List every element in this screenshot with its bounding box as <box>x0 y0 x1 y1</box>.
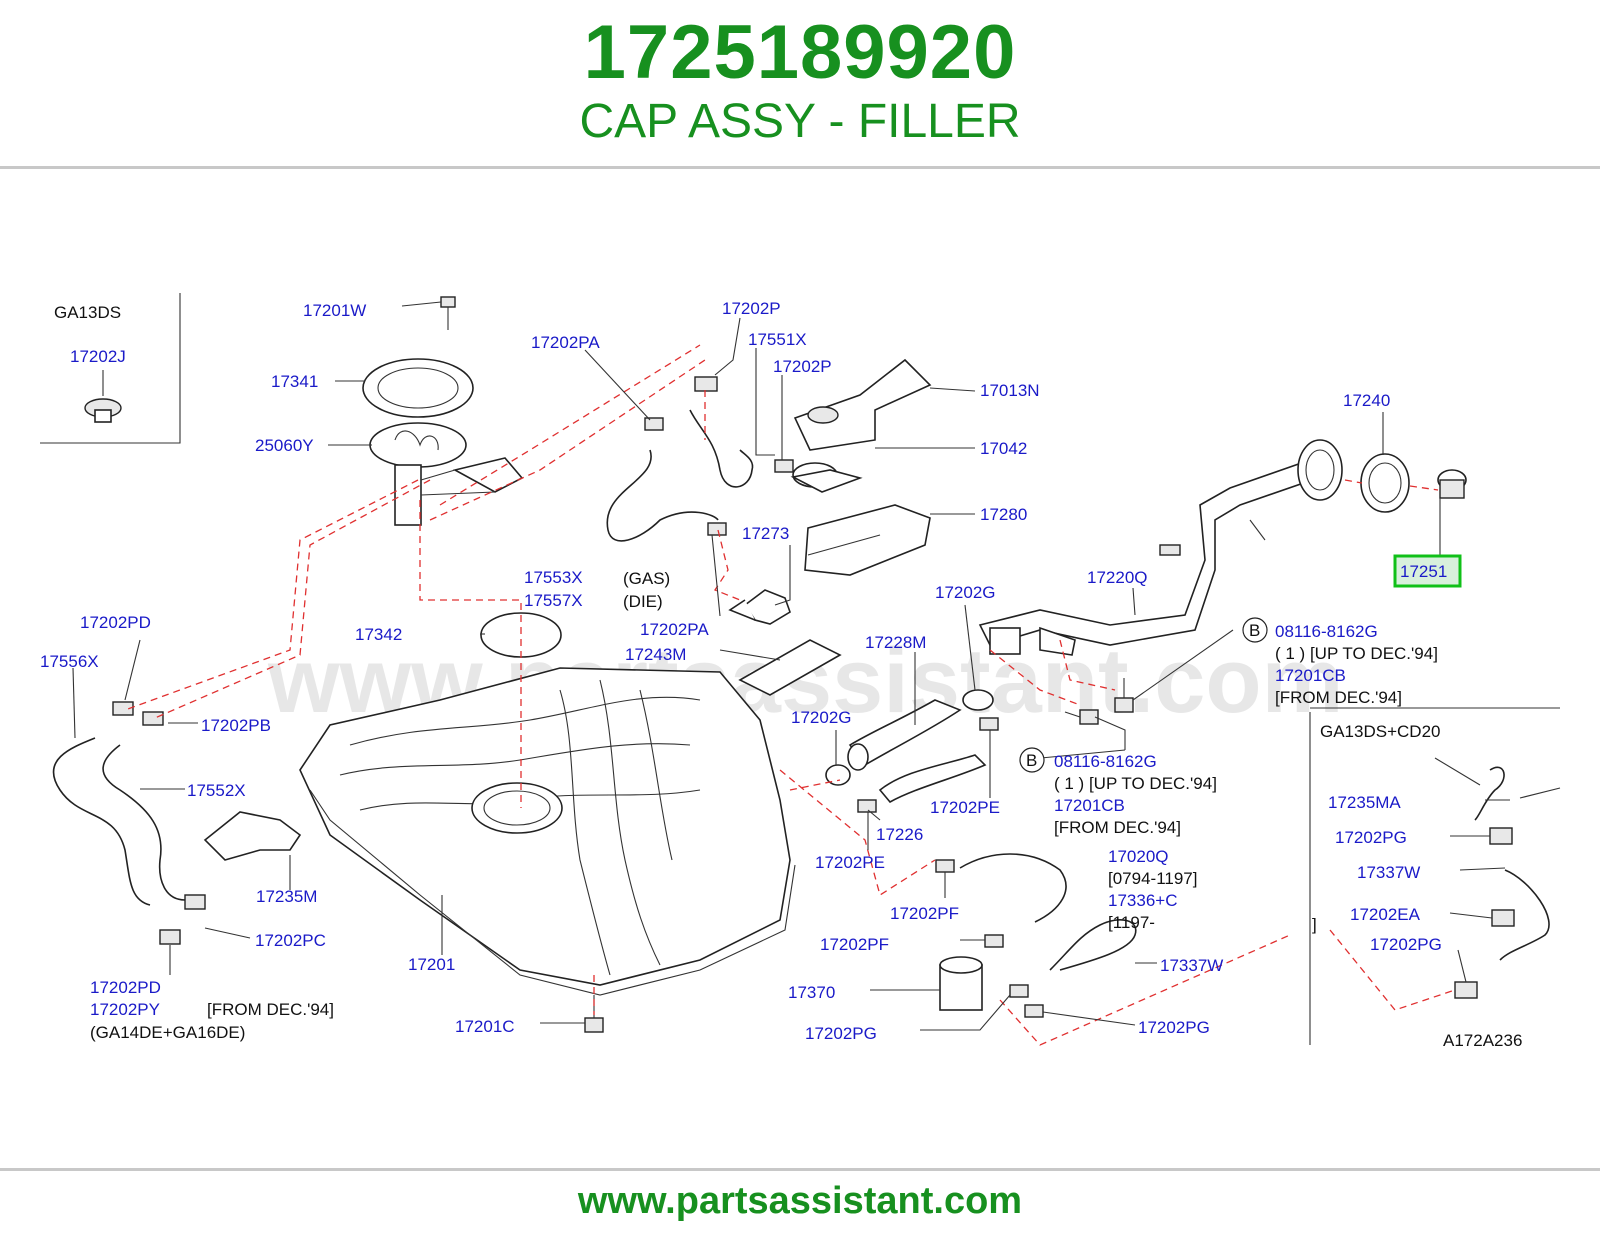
label-17201W[interactable]: 17201W <box>303 301 366 320</box>
label-17202PC[interactable]: 17202PC <box>255 931 326 950</box>
part-labels: 17201W 17341 25060Y 17202PA 17202P 17551… <box>40 299 1522 1050</box>
label-17226[interactable]: 17226 <box>876 825 923 844</box>
label-17202PA-top[interactable]: 17202PA <box>531 333 600 352</box>
ga13ds-inset: GA13DS 17202J <box>40 293 181 444</box>
label-17202EA[interactable]: 17202EA <box>1350 905 1421 924</box>
b-marker-1 <box>1242 617 1268 643</box>
b-marker-2 <box>1019 747 1045 773</box>
label-range-1: [0794-1197] <box>1108 869 1197 888</box>
header-divider <box>0 166 1600 169</box>
label-17202PA-low[interactable]: 17202PA <box>640 620 709 639</box>
label-17551X[interactable]: 17551X <box>748 330 807 349</box>
label-17201CB-2[interactable]: 17201CB <box>1054 796 1125 815</box>
diagram-code: A172A236 <box>1443 1031 1522 1050</box>
label-08116-8162G-2[interactable]: 08116-8162G <box>1054 752 1157 771</box>
label-die: (DIE) <box>623 592 663 611</box>
label-17273[interactable]: 17273 <box>742 524 789 543</box>
page-header: 1725189920 CAP ASSY - FILLER <box>0 0 1600 168</box>
label-qty-1: ( 1 ) [UP TO DEC.'94] <box>1275 644 1438 663</box>
bolts <box>584 678 1134 1033</box>
label-17201CB-1[interactable]: 17201CB <box>1275 666 1346 685</box>
label-17202PB[interactable]: 17202PB <box>201 716 271 735</box>
label-17240[interactable]: 17240 <box>1343 391 1390 410</box>
label-17202PE-right[interactable]: 17202PE <box>930 798 1000 817</box>
label-17202PF-1[interactable]: 17202PF <box>890 904 959 923</box>
label-17337W-r[interactable]: 17337W <box>1357 863 1420 882</box>
label-17202PG-low-2[interactable]: 17202PG <box>1138 1018 1210 1037</box>
label-17552X[interactable]: 17552X <box>187 781 246 800</box>
label-17202P-mid[interactable]: 17202P <box>773 357 832 376</box>
filter-parts <box>790 358 932 576</box>
ga13ds-cd20-inset <box>1309 707 1561 1045</box>
label-17228M[interactable]: 17228M <box>865 633 926 652</box>
label-17243M[interactable]: 17243M <box>625 645 686 664</box>
label-17042[interactable]: 17042 <box>980 439 1027 458</box>
filler-neck-assembly <box>978 439 1467 656</box>
label-17202G-mid[interactable]: 17202G <box>791 708 852 727</box>
label-gas: (GAS) <box>623 569 670 588</box>
label-17202PE-low[interactable]: 17202PE <box>815 853 885 872</box>
label-b1: B <box>1249 621 1260 640</box>
label-17557X[interactable]: 17557X <box>524 591 583 610</box>
label-b2: B <box>1026 751 1037 770</box>
label-17202PF-2[interactable]: 17202PF <box>820 935 889 954</box>
label-from-1: [FROM DEC.'94] <box>1275 688 1402 707</box>
label-17220Q[interactable]: 17220Q <box>1087 568 1148 587</box>
label-qty-2: ( 1 ) [UP TO DEC.'94] <box>1054 774 1217 793</box>
label-17556X[interactable]: 17556X <box>40 652 99 671</box>
label-17013N[interactable]: 17013N <box>980 381 1040 400</box>
label-17202P-top[interactable]: 17202P <box>722 299 781 318</box>
label-17251[interactable]: 17251 <box>1400 562 1447 581</box>
label-bracket-end: ] <box>1312 915 1317 934</box>
label-17202PD-bot[interactable]: 17202PD <box>90 978 161 997</box>
part-number-title: 1725189920 <box>583 10 1017 95</box>
assembly-dash-lines <box>124 344 1456 1046</box>
label-17201C[interactable]: 17201C <box>455 1017 515 1036</box>
label-ga13ds-cd20: GA13DS+CD20 <box>1320 722 1440 741</box>
label-17020Q[interactable]: 17020Q <box>1108 847 1169 866</box>
part-name-subtitle: CAP ASSY - FILLER <box>579 95 1021 148</box>
label-17370[interactable]: 17370 <box>788 983 835 1002</box>
hose-parts-left <box>52 701 302 945</box>
inset-ga13ds-title: GA13DS <box>54 303 121 322</box>
label-17280[interactable]: 17280 <box>980 505 1027 524</box>
label-08116-8162G-1[interactable]: 08116-8162G <box>1275 622 1378 641</box>
sheet-17243M <box>738 639 842 696</box>
label-17342[interactable]: 17342 <box>355 625 402 644</box>
label-17202PY[interactable]: 17202PY <box>90 1000 160 1019</box>
highlight-box-17251[interactable] <box>1393 554 1462 588</box>
label-17202PG-r2[interactable]: 17202PG <box>1370 935 1442 954</box>
label-ga14de: (GA14DE+GA16DE) <box>90 1023 245 1042</box>
label-17235M[interactable]: 17235M <box>256 887 317 906</box>
footer-url[interactable]: www.partsassistant.com <box>577 1180 1023 1222</box>
label-from-py: [FROM DEC.'94] <box>207 1000 334 1019</box>
hose-parts-lower <box>935 853 1137 1018</box>
footer-divider <box>0 1168 1600 1171</box>
label-from-2: [FROM DEC.'94] <box>1054 818 1181 837</box>
fuel-sender-unit <box>362 296 524 526</box>
label-17202G-top[interactable]: 17202G <box>935 583 996 602</box>
label-25060Y[interactable]: 25060Y <box>255 436 314 455</box>
label-17235MA[interactable]: 17235MA <box>1328 793 1401 812</box>
label-17336C[interactable]: 17336+C <box>1108 891 1177 910</box>
label-17202PD-top[interactable]: 17202PD <box>80 613 151 632</box>
leader-lines <box>72 301 1510 1031</box>
label-17201[interactable]: 17201 <box>408 955 455 974</box>
label-range-2: [1197- <box>1108 913 1155 932</box>
label-17341[interactable]: 17341 <box>271 372 318 391</box>
label-17202PG-r1[interactable]: 17202PG <box>1335 828 1407 847</box>
label-17202J[interactable]: 17202J <box>70 347 126 366</box>
label-17553X[interactable]: 17553X <box>524 568 583 587</box>
hose-parts-middle <box>825 689 999 813</box>
fuel-tank-part <box>299 667 796 996</box>
label-17337W-low[interactable]: 17337W <box>1160 956 1223 975</box>
label-17202PG-low-1[interactable]: 17202PG <box>805 1024 877 1043</box>
